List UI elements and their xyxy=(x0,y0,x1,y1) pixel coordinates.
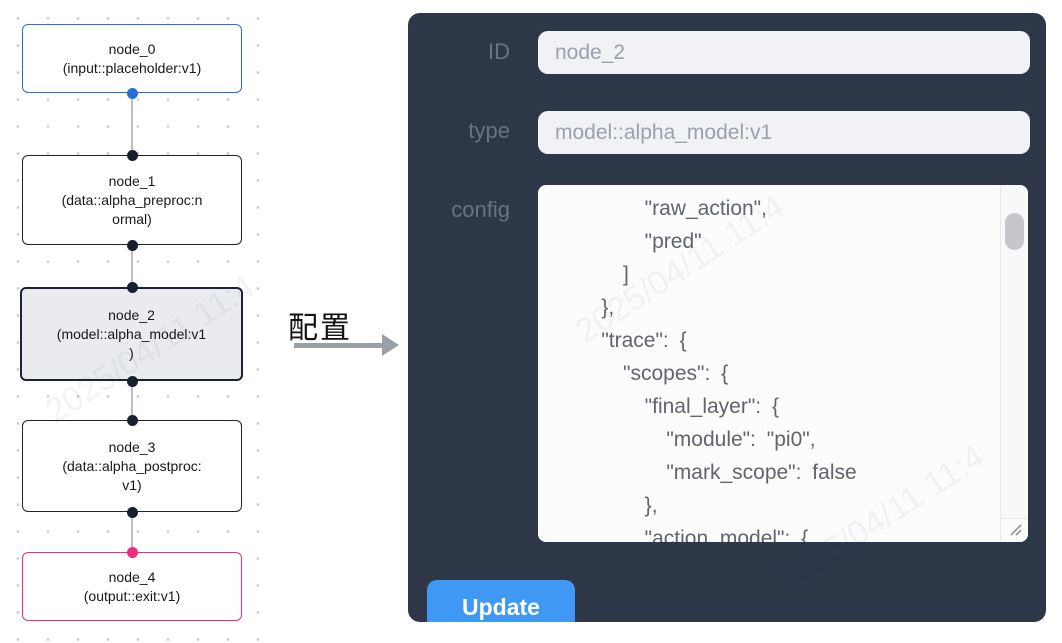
port-node3-out[interactable] xyxy=(127,507,138,518)
node-3[interactable]: node_3 (data::alpha_postproc: v1) xyxy=(22,420,242,512)
node-4[interactable]: node_4 (output::exit:v1) xyxy=(22,552,242,621)
config-textarea[interactable]: "raw_action", "pred" ] }, "trace": { "sc… xyxy=(538,185,1028,542)
id-input[interactable] xyxy=(538,31,1030,74)
config-scrollbar-thumb[interactable] xyxy=(1005,213,1024,250)
node-1-type: (data::alpha_preproc:n ormal) xyxy=(61,191,203,227)
node-2-name: node_2 xyxy=(108,306,155,323)
panel-top-margin xyxy=(393,0,1062,14)
configure-annotation-label: 配置 xyxy=(288,312,352,345)
port-node2-out[interactable] xyxy=(127,376,138,387)
node-2-selected[interactable]: node_2 (model::alpha_model:v1 ) xyxy=(20,287,243,381)
config-scrollbar-corner xyxy=(1000,518,1028,542)
node-2-type: (model::alpha_model:v1 ) xyxy=(56,325,207,361)
port-node1-out[interactable] xyxy=(127,240,138,251)
edge-node0-node1 xyxy=(131,93,133,155)
config-json-text: "raw_action", "pred" ] }, "trace": { "sc… xyxy=(601,197,857,542)
type-field-label: type xyxy=(468,118,510,143)
update-button[interactable]: Update xyxy=(427,580,575,622)
port-node2-in[interactable] xyxy=(127,282,138,293)
node-1-name: node_1 xyxy=(108,172,156,189)
id-field-label: ID xyxy=(488,39,510,64)
node-0[interactable]: node_0 (input::placeholder:v1) xyxy=(22,24,242,93)
port-node3-in[interactable] xyxy=(127,415,138,426)
flow-canvas[interactable]: node_0 (input::placeholder:v1) node_1 (d… xyxy=(0,0,276,643)
node-4-type: (output::exit:v1) xyxy=(83,587,181,604)
resize-handle-icon[interactable] xyxy=(1007,521,1023,537)
node-config-panel: ID type config "raw_action", "pred" ] },… xyxy=(408,13,1046,622)
panel-left-margin xyxy=(393,0,409,643)
config-scrollbar-track[interactable] xyxy=(1000,185,1028,542)
node-4-name: node_4 xyxy=(108,568,156,585)
node-0-type: (input::placeholder:v1) xyxy=(62,59,202,76)
port-node0-out[interactable] xyxy=(127,88,138,99)
node-0-name: node_0 xyxy=(108,40,156,57)
node-3-type: (data::alpha_postproc: v1) xyxy=(62,457,202,493)
port-node4-in[interactable] xyxy=(127,547,138,558)
edge-node2-node3 xyxy=(131,381,133,420)
port-node1-in[interactable] xyxy=(127,150,138,161)
type-input[interactable] xyxy=(538,111,1030,154)
edge-node3-node4 xyxy=(131,512,133,552)
node-3-name: node_3 xyxy=(108,438,156,455)
node-1[interactable]: node_1 (data::alpha_preproc:n ormal) xyxy=(22,155,242,245)
arrow-shaft xyxy=(294,343,382,348)
edge-node1-node2 xyxy=(131,245,133,287)
config-field-label: config xyxy=(451,197,510,222)
